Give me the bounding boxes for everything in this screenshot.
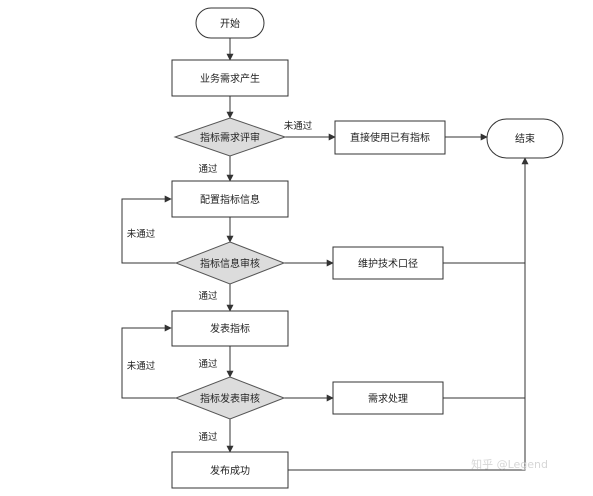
edges — [121, 38, 529, 471]
edge-label-info-pass: 通过 — [198, 290, 218, 302]
demand-node-label: 业务需求产生 — [200, 72, 260, 85]
edge-label-review-fail: 未通过 — [284, 120, 313, 132]
edge-info-review-fail-loop — [121, 195, 176, 264]
edge-label-publish-review-pass: 通过 — [198, 431, 218, 443]
success-node: 发布成功 — [171, 451, 289, 489]
info-review-decision-label: 指标信息审核 — [200, 257, 260, 270]
demand-node: 业务需求产生 — [171, 59, 289, 97]
publish-node-label: 发表指标 — [210, 322, 250, 335]
info-review-decision: 指标信息审核 — [174, 241, 286, 285]
handle-node-label: 需求处理 — [368, 393, 408, 405]
maintain-node: 维护技术口径 — [332, 246, 444, 280]
maintain-node-label: 维护技术口径 — [358, 257, 418, 270]
config-node-label: 配置指标信息 — [200, 193, 260, 206]
end-node-label: 结束 — [515, 132, 535, 145]
edge-label-info-fail: 未通过 — [127, 228, 156, 240]
start-node: 开始 — [195, 7, 265, 39]
handle-node: 需求处理 — [332, 381, 444, 415]
reuse-node-label: 直接使用已有指标 — [350, 131, 430, 144]
edge-success-to-end — [288, 157, 529, 471]
watermark: 知乎 @Legend — [471, 457, 548, 471]
success-node-label: 发布成功 — [210, 464, 250, 477]
reuse-node: 直接使用已有指标 — [334, 120, 446, 155]
edge-label-review-pass: 通过 — [198, 163, 218, 175]
review-decision: 指标需求评审 — [173, 117, 287, 157]
edge-label-publish-pass: 通过 — [198, 358, 218, 370]
publish-review-decision: 指标发表审核 — [174, 376, 286, 420]
review-decision-label: 指标需求评审 — [200, 131, 260, 144]
edge-label-publish-fail: 未通过 — [127, 360, 156, 372]
edge-publish-review-fail-loop — [121, 324, 176, 399]
config-node: 配置指标信息 — [171, 180, 289, 218]
publish-review-decision-label: 指标发表审核 — [200, 392, 260, 405]
publish-node: 发表指标 — [171, 310, 289, 347]
end-node: 结束 — [486, 118, 564, 159]
start-node-label: 开始 — [220, 17, 240, 30]
